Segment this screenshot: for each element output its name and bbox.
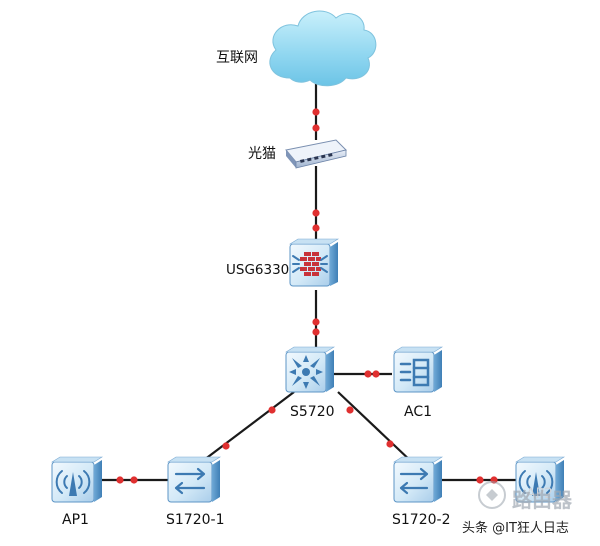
port-dot	[386, 440, 394, 448]
port-dot	[346, 406, 354, 414]
label-core-switch: S5720	[290, 404, 335, 420]
port-dot	[116, 476, 124, 484]
port-dot	[312, 318, 320, 326]
access-point-1-icon	[50, 456, 104, 503]
links	[100, 82, 516, 482]
port-dot	[372, 370, 380, 378]
access-point-2-icon	[514, 456, 566, 503]
label-access-switch-2: S1720-2	[392, 512, 451, 528]
access-switch-2-icon	[392, 456, 444, 503]
port-dot	[476, 476, 484, 484]
label-access-switch-1: S1720-1	[166, 512, 225, 528]
modem-icon	[285, 139, 347, 169]
label-modem: 光猫	[248, 146, 276, 162]
port-dot	[312, 124, 320, 132]
port-dot	[312, 209, 320, 217]
port-dot	[222, 442, 230, 450]
watermark-logo-icon	[478, 481, 506, 509]
watermark-brand: 路由器	[512, 488, 572, 512]
port-dot	[364, 370, 372, 378]
label-internet: 互联网	[216, 50, 258, 66]
label-ap2: AP2	[526, 486, 553, 502]
link-core-sw2	[337, 391, 415, 465]
access-switch-1-icon	[166, 456, 222, 503]
port-dot	[312, 328, 320, 336]
core-switch-icon	[284, 346, 336, 393]
firewall-icon	[288, 238, 340, 287]
label-ap1: AP1	[62, 512, 89, 528]
port-dot	[312, 224, 320, 232]
watermark-source: 头条 @IT狂人日志	[462, 521, 569, 536]
label-ac: AC1	[404, 404, 433, 420]
port-dot	[312, 108, 320, 116]
ac-controller-icon	[392, 346, 444, 393]
port-dot	[130, 476, 138, 484]
label-firewall: USG6330	[226, 262, 290, 278]
cloud-icon	[269, 10, 377, 87]
link-core-sw1	[195, 391, 295, 467]
port-dots	[116, 108, 498, 484]
port-dot	[268, 406, 276, 414]
